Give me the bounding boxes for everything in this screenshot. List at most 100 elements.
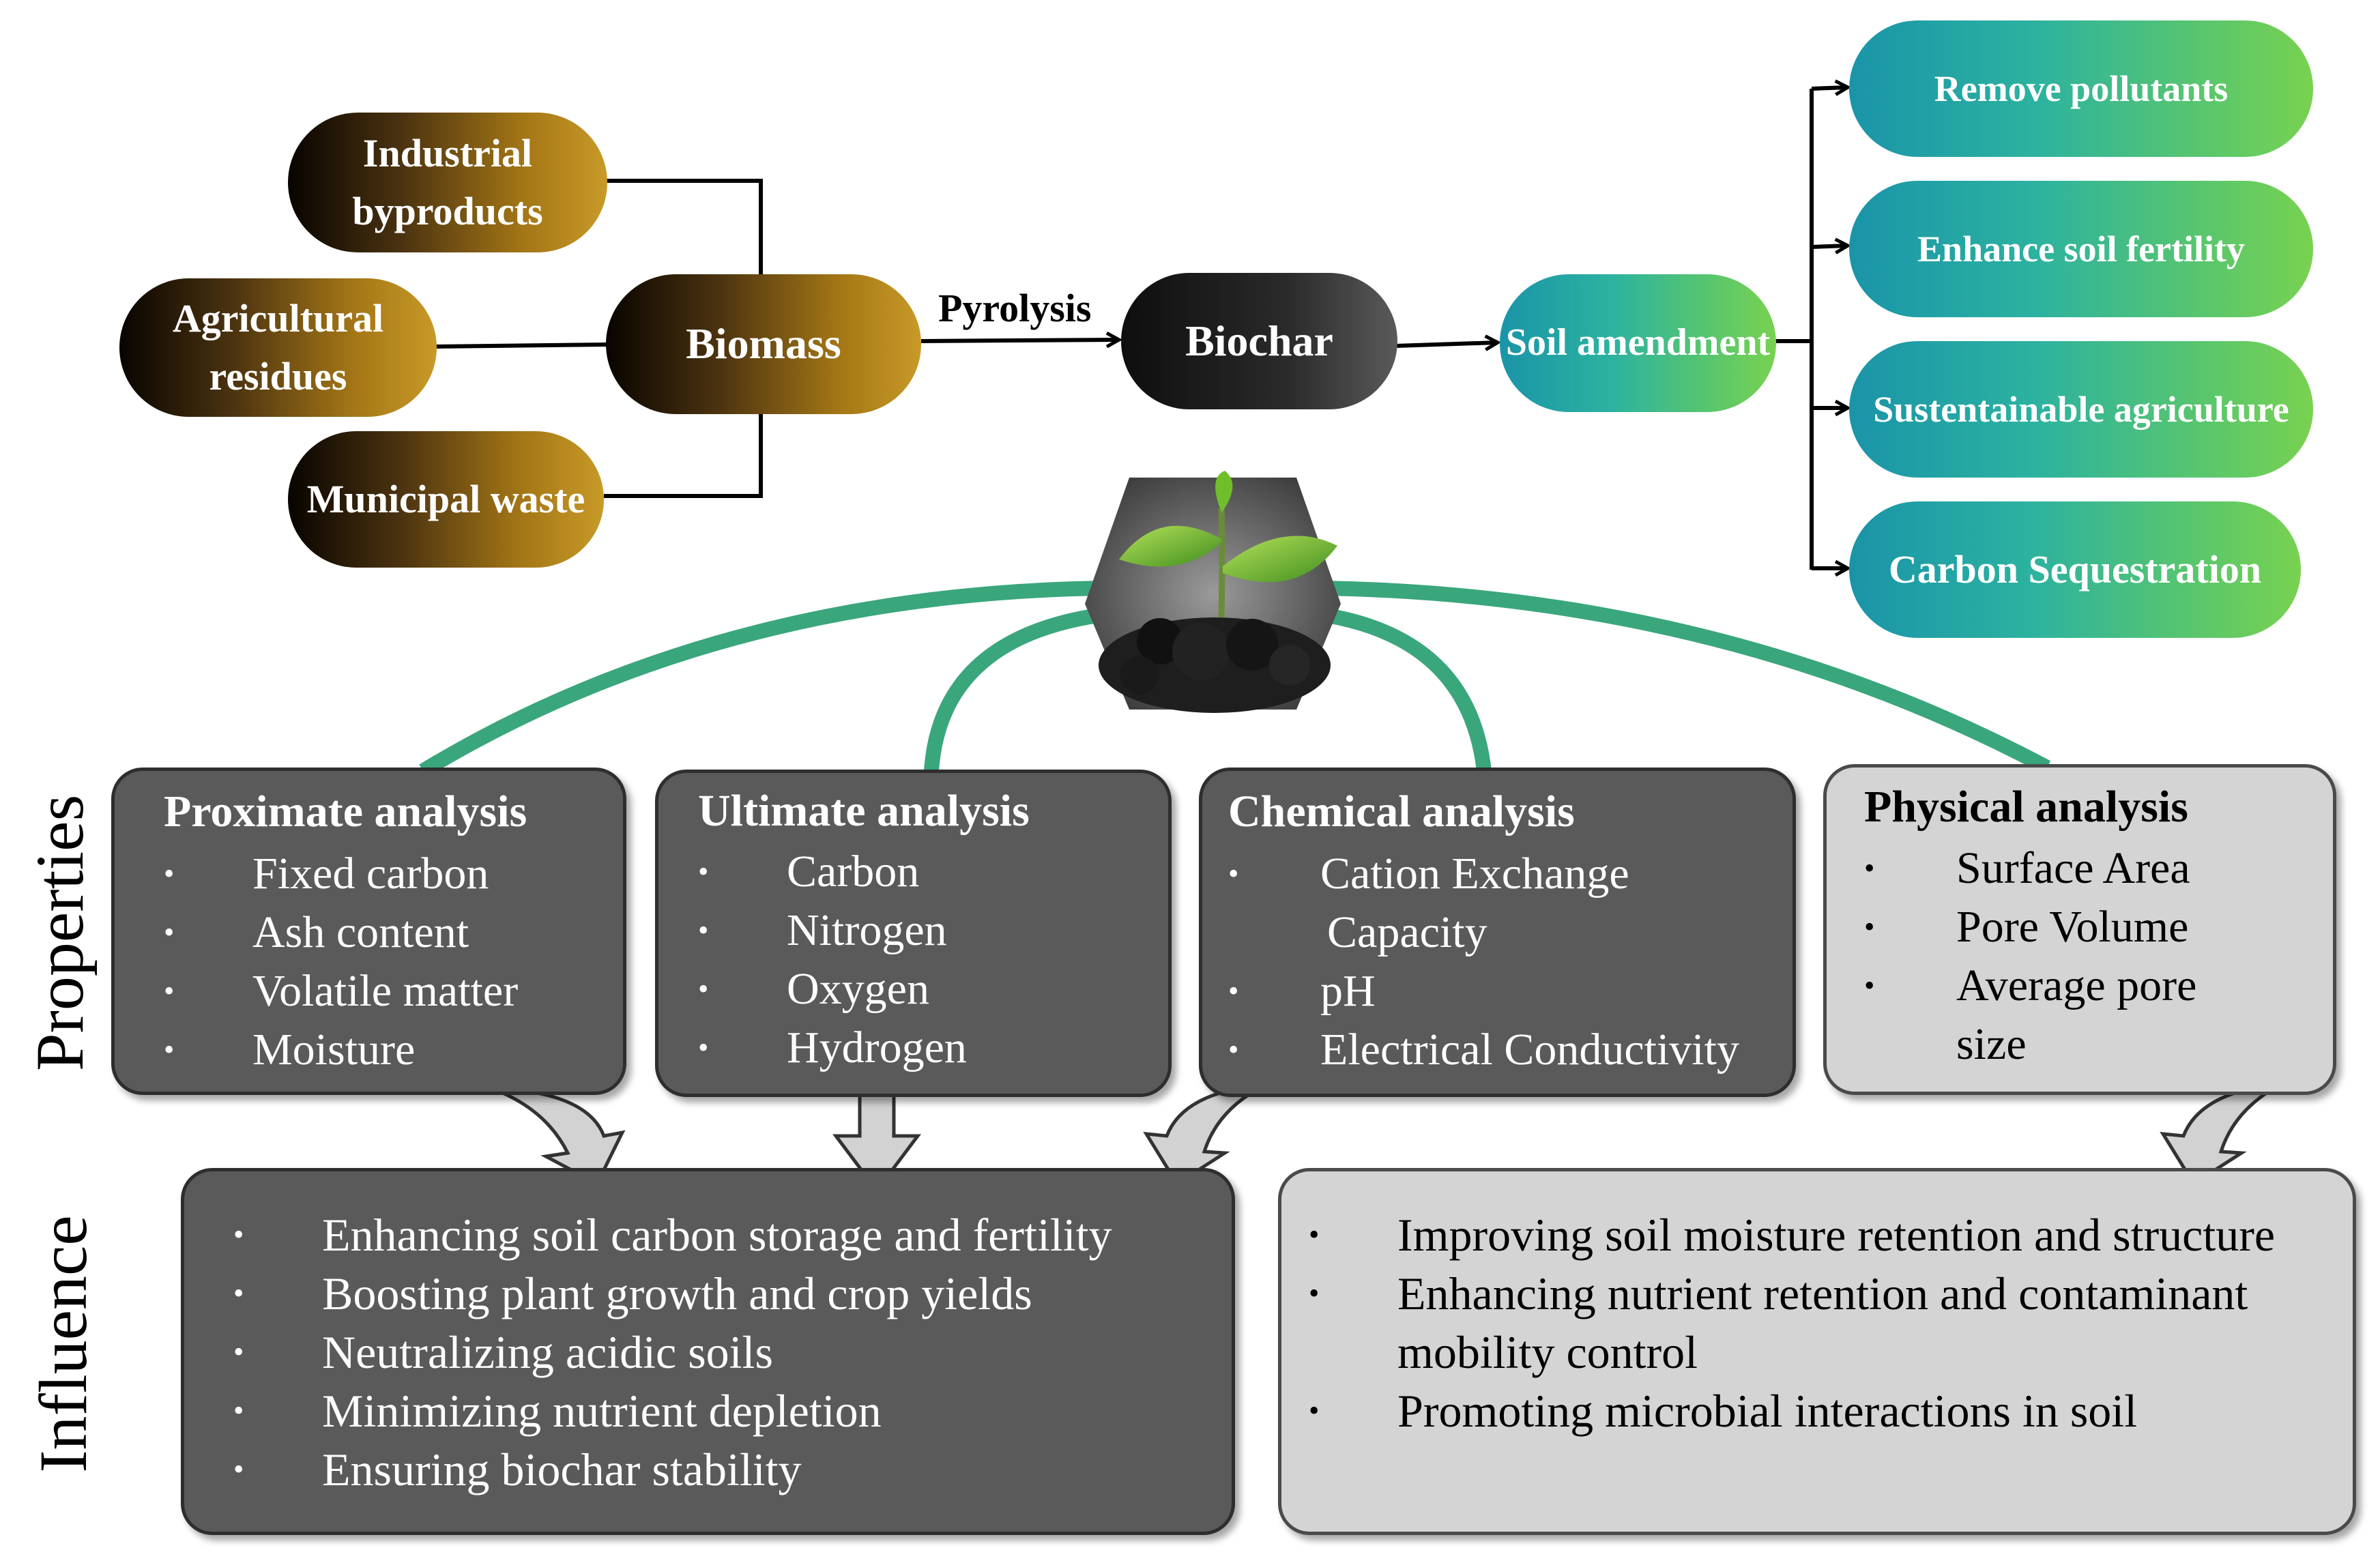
source-label: residues <box>209 353 347 398</box>
item-text: Ash content <box>252 907 469 957</box>
branch-enhance-fertility <box>1811 246 1848 247</box>
item-text: Electrical Conductivity <box>1320 1025 1739 1075</box>
box-title: Physical analysis <box>1864 782 2188 832</box>
pyrolysis-label: Pyrolysis <box>938 286 1092 330</box>
down-arrow-icon <box>491 1086 626 1186</box>
chemical-list: •Cation Exchange Capacity •pH •Electrica… <box>1228 845 1739 1079</box>
connector-industrial <box>604 179 763 276</box>
list-item: •Oxygen <box>698 964 929 1014</box>
box-title: Proximate analysis <box>164 787 527 836</box>
source-label: Agricultural <box>172 296 384 341</box>
influence-left-list: •Enhancing soil carbon storage and ferti… <box>233 1206 1112 1499</box>
item-text: Capacity <box>1327 907 1488 957</box>
list-item: •Pore Volume <box>1864 902 2189 952</box>
biomass-label: Biomass <box>686 319 841 368</box>
list-item: •Enhancing nutrient retention and contam… <box>1309 1268 2248 1319</box>
list-item: size <box>1864 1015 2196 1074</box>
item-text: Hydrogen <box>787 1023 967 1072</box>
list-item: •Surface Area <box>1864 843 2190 893</box>
item-text: Pore Volume <box>1956 902 2189 952</box>
list-item: •Average pore <box>1864 961 2197 1010</box>
influence-right-box: •Improving soil moisture retention and s… <box>1278 1168 2356 1535</box>
pyrolysis-arrow <box>920 340 1119 341</box>
amendment-arrow <box>1395 342 1498 346</box>
source-label: Industrial <box>362 131 533 176</box>
source-label: Municipal waste <box>306 476 585 521</box>
list-item: •Improving soil moisture retention and s… <box>1309 1209 2276 1261</box>
box-title: Chemical analysis <box>1228 787 1575 836</box>
item-text: Neutralizing acidic soils <box>322 1326 773 1378</box>
benefit-label: Remove pollutants <box>1934 68 2229 109</box>
item-text: Cation Exchange <box>1320 849 1629 899</box>
item-text: Enhancing soil carbon storage and fertil… <box>322 1209 1112 1261</box>
list-item: •Boosting plant growth and crop yields <box>233 1268 1032 1319</box>
list-item: •Cation Exchange <box>1228 849 1629 899</box>
connector-municipal <box>604 413 763 498</box>
physical-analysis-box: Physical analysis •Surface Area •Pore Vo… <box>1823 764 2336 1095</box>
list-item: •Ensuring biochar stability <box>233 1444 802 1495</box>
proximate-list: •Fixed carbon •Ash content •Volatile mat… <box>164 845 518 1079</box>
benefit-enhance-soil-fertility: Enhance soil fertility <box>1849 181 2313 317</box>
list-item: •Promoting microbial interactions in soi… <box>1309 1385 2138 1437</box>
properties-side-label: Properties <box>22 794 98 1071</box>
list-item: •Electrical Conductivity <box>1228 1025 1739 1075</box>
list-item: •Enhancing soil carbon storage and ferti… <box>233 1209 1112 1261</box>
source-industrial-byproducts: Industrial byproducts <box>288 113 607 252</box>
item-text: Ensuring biochar stability <box>322 1444 802 1495</box>
list-item: •Nitrogen <box>698 905 947 955</box>
branch-remove-pollutants <box>1811 87 1848 89</box>
soil-amendment-node: Soil amendment <box>1500 274 1776 412</box>
list-item: •Neutralizing acidic soils <box>233 1326 773 1378</box>
item-text: Fixed carbon <box>252 849 489 899</box>
list-item: •Carbon <box>698 847 920 896</box>
influence-side-label: Influence <box>25 1215 101 1473</box>
arc-physical <box>1316 581 2051 774</box>
item-text: size <box>1956 1019 2027 1069</box>
list-item: •Moisture <box>164 1025 416 1075</box>
item-text: Volatile matter <box>252 966 519 1016</box>
item-text: Average pore <box>1956 961 2197 1010</box>
source-label: byproducts <box>352 188 543 233</box>
item-text: Surface Area <box>1956 843 2190 893</box>
box-title: Ultimate analysis <box>698 786 1030 836</box>
influence-right-list: •Improving soil moisture retention and s… <box>1309 1206 2275 1440</box>
item-text: Promoting microbial interactions in soil <box>1397 1385 2138 1437</box>
list-item: •Volatile matter <box>164 966 519 1016</box>
arc-proximate <box>419 581 1106 778</box>
item-text: Moisture <box>252 1025 416 1075</box>
item-text: Enhancing nutrient retention and contami… <box>1397 1268 2248 1319</box>
item-text: Oxygen <box>787 964 929 1014</box>
list-item: Capacity <box>1228 903 1739 962</box>
benefit-carbon-sequestration: Carbon Sequestration <box>1849 501 2301 638</box>
physical-list: •Surface Area •Pore Volume •Average pore… <box>1864 839 2196 1074</box>
item-text: Boosting plant growth and crop yields <box>322 1268 1032 1319</box>
biomass-node: Biomass <box>606 274 921 414</box>
list-item: •Hydrogen <box>698 1023 967 1072</box>
biochar-sprout-image <box>1085 471 1341 713</box>
item-text: pH <box>1320 966 1376 1016</box>
benefit-remove-pollutants: Remove pollutants <box>1849 20 2313 157</box>
list-item: •Fixed carbon <box>164 849 489 899</box>
list-item: •Minimizing nutrient depletion <box>233 1385 882 1437</box>
benefit-label: Sustentainable agriculture <box>1873 388 2289 430</box>
item-text: Nitrogen <box>787 905 947 955</box>
biochar-label: Biochar <box>1185 316 1333 365</box>
soil-amendment-label: Soil amendment <box>1505 321 1771 364</box>
ultimate-list: •Carbon •Nitrogen •Oxygen •Hydrogen <box>698 843 967 1077</box>
chemical-analysis-box: Chemical analysis •Cation Exchange Capac… <box>1199 768 1796 1097</box>
source-municipal-waste: Municipal waste <box>288 431 604 568</box>
list-item: •pH <box>1228 966 1376 1016</box>
item-text: Minimizing nutrient depletion <box>322 1385 882 1437</box>
source-agricultural-residues: Agricultural residues <box>119 278 437 417</box>
benefit-label: Carbon Sequestration <box>1888 546 2262 591</box>
benefit-label: Enhance soil fertility <box>1917 228 2245 269</box>
connector-agricultural <box>433 342 608 349</box>
list-item: •Ash content <box>164 907 469 957</box>
influence-left-box: •Enhancing soil carbon storage and ferti… <box>181 1168 1235 1535</box>
item-text: mobility control <box>1397 1326 1698 1378</box>
item-text: Carbon <box>787 847 920 896</box>
list-item: mobility control <box>1309 1323 2275 1382</box>
item-text: Improving soil moisture retention and st… <box>1397 1209 2276 1261</box>
